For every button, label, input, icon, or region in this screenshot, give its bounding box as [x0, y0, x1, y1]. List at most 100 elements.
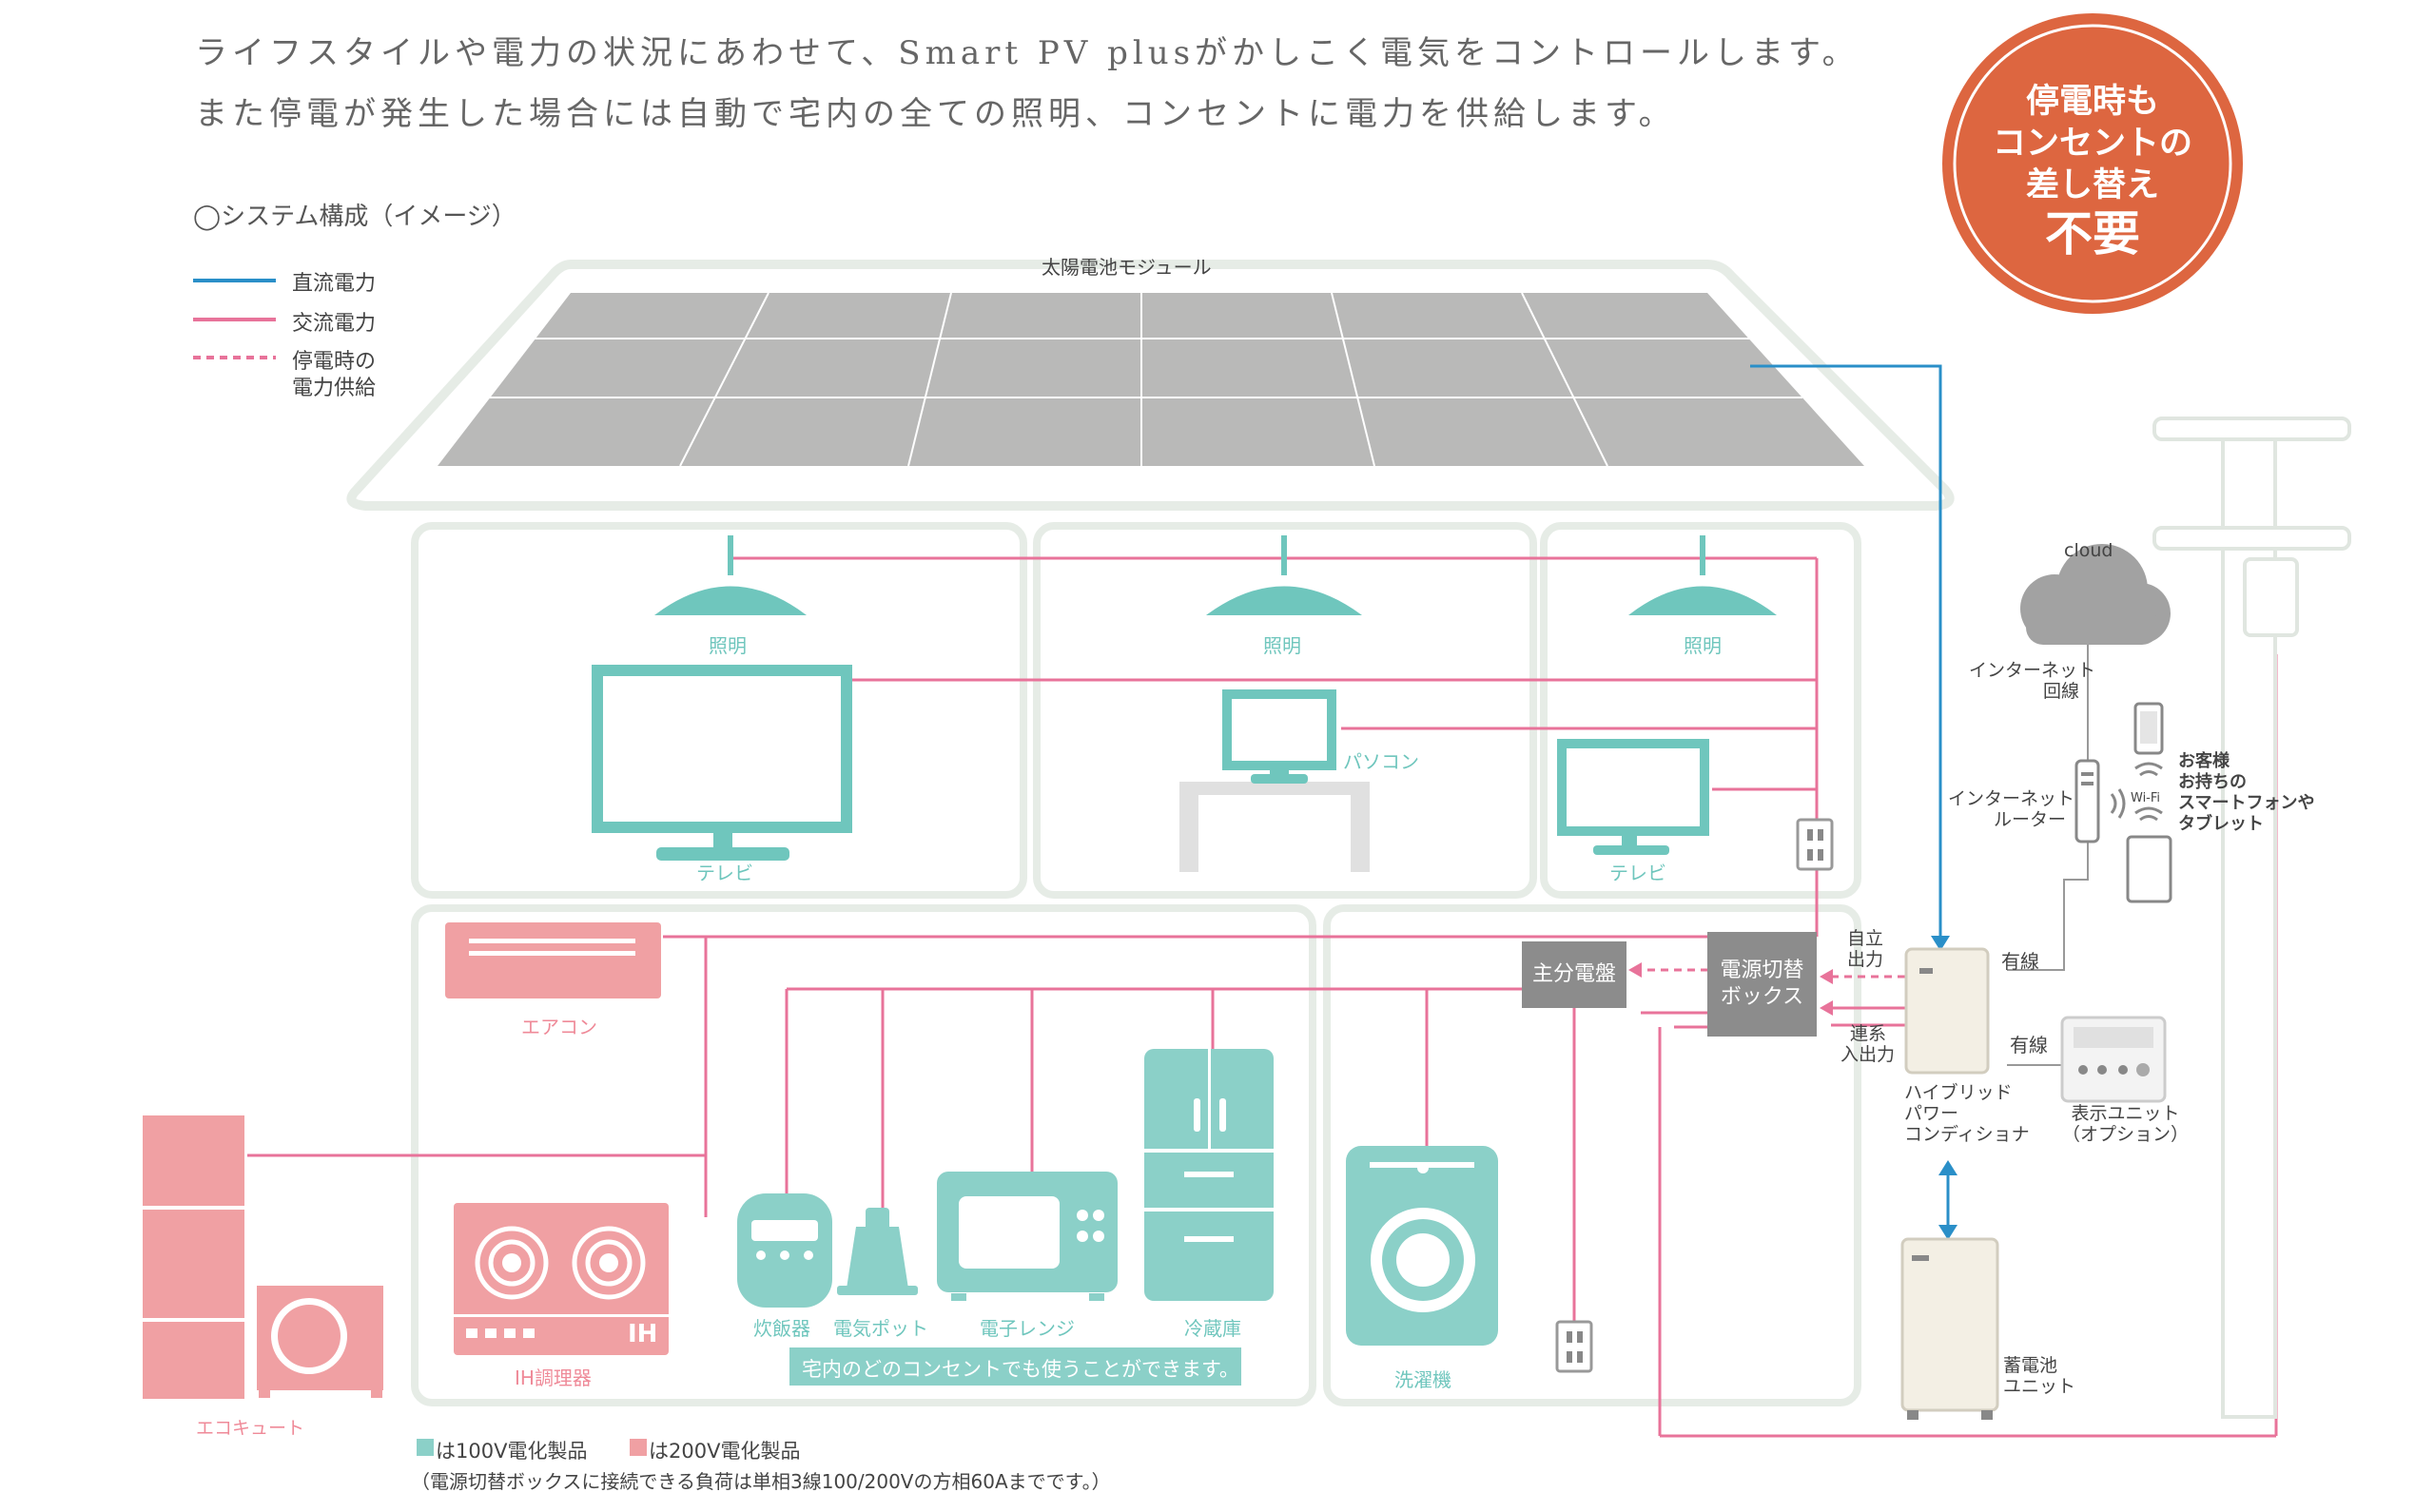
legend-ac-label: 交流電力 [292, 312, 377, 336]
wired-label-1: 有線 [2001, 950, 2039, 973]
badge-line-1: 停電時も [2025, 83, 2159, 121]
ih-mark: IH [628, 1320, 658, 1348]
main-panel-box [1522, 941, 1626, 1008]
legend-100v-swatch [417, 1439, 434, 1456]
battery-label-1: 蓄電池 [2003, 1355, 2058, 1376]
ac-wiring [247, 547, 2278, 1438]
hybrid-pcs [1904, 947, 1990, 1075]
ih-label: IH調理器 [515, 1367, 592, 1389]
ac-arrows [1634, 968, 1910, 1029]
dc-arrowhead-down [1938, 1225, 1957, 1240]
pcs-label-1: ハイブリッド [1904, 1082, 2013, 1103]
legend-200v-label: は200V電化製品 [649, 1440, 801, 1463]
legend-100v-label: は100V電化製品 [436, 1440, 588, 1463]
footnote-note: （電源切替ボックスに接続できる負荷は単相3線100/200Vの方相60Aまでです… [411, 1470, 1111, 1493]
pcs-label-3: コンディショナ [1904, 1124, 2030, 1145]
network-wiring [2007, 642, 2089, 1066]
smartphone-label-3: スマートフォンや [2178, 793, 2315, 813]
microwave-label: 電子レンジ [980, 1317, 1075, 1340]
self-output-label-1: 自立 [1847, 928, 1884, 949]
main-panel-label: 主分電盤 [1531, 962, 1616, 986]
outlet-note-bar [789, 1347, 1241, 1386]
aircon [445, 922, 661, 998]
router-icon [2074, 759, 2100, 843]
light-label-1: 照明 [709, 634, 747, 657]
cloud-label: cloud [2064, 540, 2113, 561]
ecocute-label: エコキュート [196, 1418, 305, 1439]
badge-text: 停電時も コンセントの 差し替え 不要 [1945, 81, 2240, 262]
display-unit-label: 表示ユニット （オプション） [2062, 1103, 2189, 1145]
electric-pot [837, 1208, 918, 1295]
badge-circle [1942, 13, 2243, 314]
grid-io-label-1: 連系 [1850, 1023, 1887, 1044]
legend-200v-swatch [630, 1439, 647, 1456]
dc-wiring [1750, 364, 1950, 1227]
cloud-icon [2020, 544, 2171, 645]
legend-dc-label: 直流電力 [292, 272, 377, 296]
smartphone-label-1: お客様 [2178, 751, 2230, 771]
light-label-3: 照明 [1684, 634, 1722, 657]
pc-desk [1179, 782, 1370, 872]
router-wifi-waves [2110, 788, 2126, 819]
lights [654, 535, 1777, 615]
router-label-1: インターネット [1948, 788, 2075, 809]
grid-io-label-2: 入出力 [1840, 1044, 1896, 1065]
pc-monitor [1222, 689, 1336, 784]
washer-label: 洗濯機 [1394, 1368, 1451, 1391]
badge-line-4: 不要 [2045, 206, 2140, 262]
solar-panel-grid [476, 292, 1802, 467]
tv-large [592, 665, 852, 861]
display-unit-label-1: 表示ユニット [2071, 1103, 2180, 1124]
intro-line-2: また停電が発生した場合には自動で宅内の全ての照明、コンセントに電力を供給します。 [195, 95, 1676, 133]
ih-cooker [454, 1203, 669, 1355]
tablet-icon [2126, 835, 2172, 903]
smartphone-label-4: タブレット [2178, 814, 2264, 834]
battery-label: 蓄電池 ユニット [2003, 1355, 2075, 1397]
badge-ring [1953, 24, 2232, 303]
rice-cooker [737, 1193, 832, 1308]
rice-cooker-label: 炊飯器 [753, 1317, 810, 1340]
electric-pot-label: 電気ポット [833, 1317, 928, 1340]
solar-module-label: 太陽電池モジュール [1042, 256, 1212, 279]
aircon-label: エアコン [521, 1016, 597, 1038]
dc-arrowhead-up [1938, 1160, 1957, 1175]
switch-box [1707, 932, 1817, 1037]
internet-line-label-1: インターネット [1969, 660, 2096, 681]
light-label-2: 照明 [1263, 634, 1301, 657]
switch-box-label-1: 電源切替 [1720, 959, 1804, 982]
display-unit [2060, 1016, 2167, 1103]
wifi-label: Wi-Fi [2131, 791, 2161, 805]
dc-arrowhead [1931, 936, 1950, 951]
badge-line-3: 差し替え [2025, 166, 2159, 204]
smartphone-icon [2133, 702, 2164, 755]
microwave [937, 1172, 1118, 1301]
wired-label-2: 有線 [2010, 1034, 2048, 1056]
badge-line-2: コンセントの [1992, 125, 2192, 163]
pcs-label: ハイブリッド パワー コンディショナ [1904, 1082, 2030, 1145]
battery-unit [1900, 1237, 1999, 1420]
legend-outage-label-1: 停電時の [292, 350, 377, 374]
battery-label-2: ユニット [2003, 1376, 2076, 1397]
outlet-note: 宅内のどのコンセントでも使うことができます。 [802, 1358, 1239, 1381]
router-label-2: ルーター [1994, 809, 2067, 830]
outlet-bottom [1555, 1320, 1593, 1373]
washing-machine [1346, 1146, 1498, 1346]
utility-pole [2152, 417, 2351, 1419]
outlet-top [1796, 818, 1834, 871]
tv-label-1: テレビ [696, 862, 753, 884]
self-output-label-2: 出力 [1847, 949, 1884, 970]
smartphone-label: お客様 お持ちの スマートフォンや タブレット [2178, 751, 2314, 835]
tv-label-2: テレビ [1609, 862, 1666, 884]
tv-small [1557, 739, 1709, 855]
smartphone-label-2: お持ちの [2178, 772, 2247, 792]
pc-label: パソコン [1343, 750, 1419, 773]
section-title: ◯システム構成（イメージ） [193, 203, 516, 231]
legend-outage-label-2: 電力供給 [292, 377, 377, 400]
ecocute [143, 1115, 383, 1399]
solar-panels [438, 293, 1864, 466]
display-unit-label-2: （オプション） [2062, 1124, 2190, 1145]
pcs-label-2: パワー [1904, 1103, 1959, 1124]
intro-line-1: ライフスタイルや電力の状況にあわせて、Smart PV plusがかしこく電気を… [195, 34, 1860, 72]
wifi-waves [2134, 762, 2163, 822]
